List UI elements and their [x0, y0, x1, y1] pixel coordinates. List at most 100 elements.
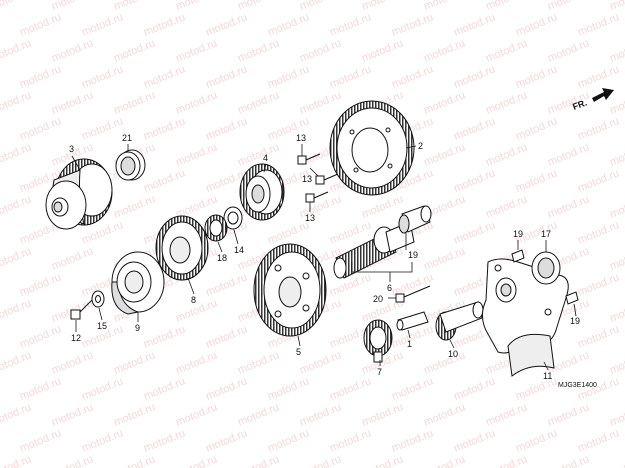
watermark-text: motod.ru [452, 63, 497, 90]
watermark-text: motod.ru [50, 245, 95, 272]
watermark-text: motod.ru [142, 11, 187, 38]
callout-19-b: 19 [570, 316, 580, 326]
watermark-text: motod.ru [360, 453, 405, 468]
watermark-text: motod.ru [360, 401, 405, 428]
watermark-text: motod.ru [608, 141, 625, 168]
watermark-text: motod.ru [0, 89, 33, 116]
watermark-text: motod.ru [142, 115, 187, 142]
watermark-text: motod.ru [80, 11, 125, 38]
watermark-text: motod.ru [18, 11, 63, 38]
watermark-text: motod.ru [0, 349, 33, 376]
watermark-text: motod.ru [452, 375, 497, 402]
watermark-text: motod.ru [0, 297, 33, 324]
watermark-text: motod.ru [514, 427, 559, 454]
front-direction-indicator: FR. [571, 88, 614, 112]
part-4-gear [239, 163, 285, 221]
watermark-text: motod.ru [266, 11, 311, 38]
watermark-text: motod.ru [0, 193, 33, 220]
watermark-text: motod.ru [112, 193, 157, 220]
watermark-text: motod.ru [576, 63, 621, 90]
watermark-text: motod.ru [0, 37, 33, 64]
watermark-text: motod.ru [608, 453, 625, 468]
watermark-text: motod.ru [328, 271, 373, 298]
watermark-text: motod.ru [18, 323, 63, 350]
watermark-text: motod.ru [266, 63, 311, 90]
watermark-text: motod.ru [18, 375, 63, 402]
watermark-text: motod.ru [608, 0, 625, 13]
callout-1: 1 [407, 339, 412, 349]
watermark-text: motod.ru [422, 0, 467, 13]
watermark-text: motod.ru [576, 375, 621, 402]
watermark-text: motod.ru [142, 427, 187, 454]
watermark-text: motod.ru [328, 427, 373, 454]
watermark-text: motod.ru [360, 0, 405, 13]
watermark-text: motod.ru [266, 427, 311, 454]
watermark-text: motod.ru [112, 349, 157, 376]
callout-19-a: 19 [513, 229, 523, 239]
watermark-text: motod.ru [576, 271, 621, 298]
watermark-text: motod.ru [0, 245, 33, 272]
callout-10: 10 [448, 349, 458, 359]
watermark-text: motod.ru [112, 401, 157, 428]
part-10-idle-gear-shaft [435, 301, 484, 341]
watermark-text: motod.ru [608, 297, 625, 324]
watermark-text: motod.ru [608, 37, 625, 64]
watermark-text: motod.ru [452, 11, 497, 38]
watermark-text: motod.ru [484, 37, 529, 64]
watermark-text: motod.ru [452, 427, 497, 454]
watermark-text: motod.ru [204, 115, 249, 142]
watermark-text: motod.ru [484, 89, 529, 116]
watermark-text: motod.ru [514, 63, 559, 90]
watermark-text: motod.ru [422, 349, 467, 376]
watermark-text: motod.ru [360, 37, 405, 64]
callout-6: 6 [387, 283, 392, 293]
watermark-text: motod.ru [174, 297, 219, 324]
watermark-text: motod.ru [328, 375, 373, 402]
watermark-text: motod.ru [546, 401, 591, 428]
watermark-text: motod.ru [80, 115, 125, 142]
watermark-text: motod.ru [422, 453, 467, 468]
watermark-text: motod.ru [608, 349, 625, 376]
watermark-text: motod.ru [484, 0, 529, 13]
front-arrow-icon [592, 88, 614, 102]
watermark-text: motod.ru [390, 63, 435, 90]
watermark-text: motod.ru [298, 349, 343, 376]
watermark-text: motod.ru [112, 0, 157, 13]
watermark-text: motod.ru [50, 401, 95, 428]
watermark-text: motod.ru [298, 37, 343, 64]
watermark-text: motod.ru [142, 167, 187, 194]
watermark-text: motod.ru [80, 427, 125, 454]
watermark-text: motod.ru [204, 271, 249, 298]
watermark-text: motod.ru [576, 167, 621, 194]
watermark-text: motod.ru [576, 115, 621, 142]
callout-13-c: 13 [305, 213, 315, 223]
watermark-text: motod.ru [80, 375, 125, 402]
callout-14: 15 [97, 321, 107, 331]
callout-16: 17 [541, 229, 551, 239]
watermark-text: motod.ru [422, 401, 467, 428]
watermark-text: motod.ru [112, 453, 157, 468]
watermark-text: motod.ru [50, 349, 95, 376]
watermark-text: motod.ru [546, 37, 591, 64]
watermark-text: motod.ru [546, 193, 591, 220]
watermark-text: motod.ru [18, 427, 63, 454]
watermark-text: motod.ru [390, 375, 435, 402]
watermark-text: motod.ru [422, 89, 467, 116]
part-7-small-gear [363, 319, 393, 363]
watermark-text: motod.ru [266, 375, 311, 402]
watermark-text: motod.ru [174, 37, 219, 64]
watermark-text: motod.ru [236, 37, 281, 64]
watermark-text: motod.ru [390, 427, 435, 454]
watermark-text: motod.ru [174, 0, 219, 13]
watermark-text: motod.ru [298, 89, 343, 116]
watermark-text: motod.ru [576, 219, 621, 246]
watermark-text: motod.ru [142, 63, 187, 90]
watermark-text: motod.ru [484, 401, 529, 428]
watermark-text: motod.ru [608, 401, 625, 428]
watermark-text: motod.ru [328, 63, 373, 90]
watermark-text: motod.ru [50, 453, 95, 468]
part-14-washer [91, 290, 105, 308]
callout-13-b: 13 [302, 174, 312, 184]
part-19-dowels [511, 249, 579, 305]
